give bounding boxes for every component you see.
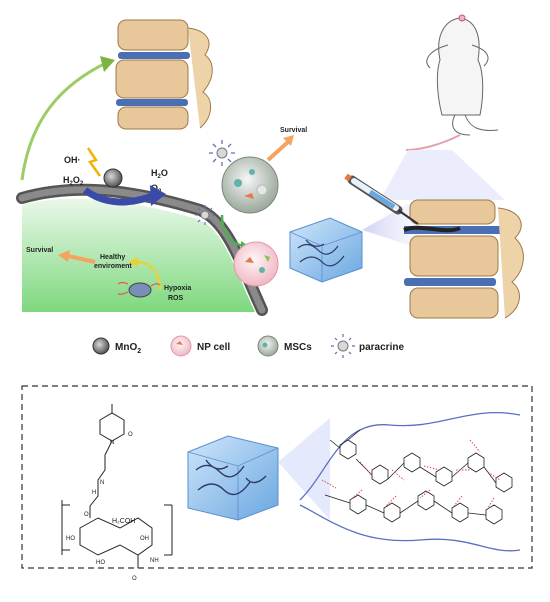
survival-left-arrow [67, 254, 96, 264]
reaction-arrow [82, 187, 157, 206]
rat-illustration [405, 14, 499, 151]
legend-np-cell-icon [170, 335, 192, 357]
legend-np-cell-label: NP cell [197, 342, 230, 353]
healthy-label-1: Healthy [100, 254, 125, 261]
yellow-arrow [134, 260, 162, 291]
damaged-cell-icon [117, 281, 161, 298]
zoom-beam-bottom [278, 418, 330, 520]
molecular-network [299, 411, 521, 552]
healthy-label-2: enviroment [94, 263, 132, 270]
legend-msc-icon [257, 335, 279, 357]
chem-o1: O [128, 432, 133, 438]
survival-top-label: Survival [280, 127, 307, 134]
survival-left-label: Survival [26, 247, 53, 254]
magnification-beam [362, 200, 418, 248]
legend-mscs-label: MSCs [284, 342, 312, 353]
legend: MnO2 NP cell MSCs paracrine [92, 334, 404, 358]
h2o2-label: H2O2 [63, 175, 84, 187]
chem-n2: N [100, 480, 104, 486]
green-arrowhead [100, 56, 115, 72]
np-cell [233, 241, 279, 287]
chem-ho1: HO [66, 536, 75, 542]
chem-oh: OH [140, 536, 149, 542]
oh-radical-label: OH· [64, 155, 81, 165]
survival-top-arrow [266, 140, 290, 162]
h2o-label: H2O [151, 168, 168, 180]
mno2-particle [103, 168, 123, 188]
hydrogel-cube-bottom [187, 435, 279, 521]
legend-paracrine-icon [331, 334, 355, 358]
chem-o3: O [132, 576, 137, 582]
chem-h1: H [92, 490, 96, 496]
chem-h2coh: H₂COH [112, 518, 135, 525]
legend-paracrine-label: paracrine [359, 342, 404, 353]
spine-illustration-right [403, 199, 524, 319]
hypoxia-label: Hypoxia [164, 285, 191, 292]
zoom-beam-rat [380, 150, 505, 200]
hydrogel-cube-top [289, 217, 363, 283]
msc-cell [221, 156, 279, 214]
legend-mno2-label: MnO2 [115, 342, 141, 355]
chem-ho2: HO [96, 560, 105, 566]
chem-n1: N [110, 440, 114, 446]
chem-nh: NH [150, 558, 159, 564]
chem-o2: O [84, 512, 89, 518]
chemical-structure [61, 404, 173, 568]
lightning-icon [86, 147, 102, 177]
reaction-arrowhead [150, 185, 166, 206]
spine-illustration-top [115, 19, 213, 130]
bottom-panel-frame [21, 385, 533, 569]
legend-mno2-icon [92, 337, 110, 355]
green-curved-arrow [20, 60, 109, 181]
paracrine-icon-top [209, 140, 235, 166]
syringe-icon [344, 173, 419, 225]
paracrine-icon-mid [195, 205, 215, 225]
ros-label: ROS [168, 295, 184, 302]
